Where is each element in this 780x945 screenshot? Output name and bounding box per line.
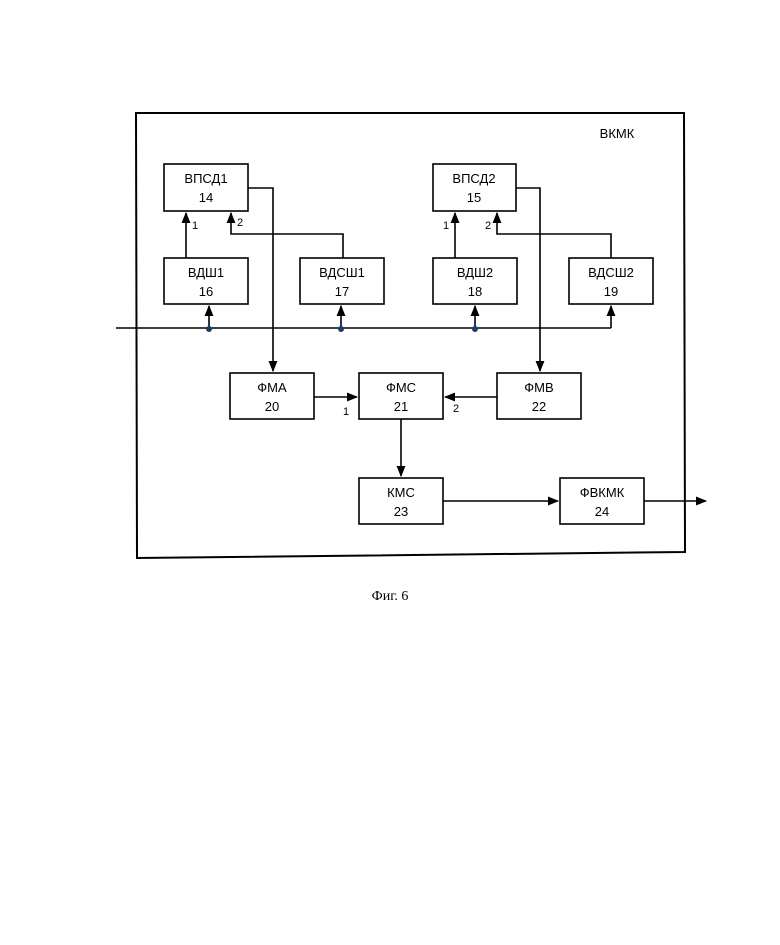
- port-label: 2: [237, 217, 243, 229]
- block-fvkmk: ФВКМК 24: [560, 478, 644, 524]
- block-fvkmk-number: 24: [595, 504, 609, 519]
- bus-junction-dot: [472, 326, 478, 332]
- block-fma-name: ФМА: [257, 380, 287, 395]
- block-vdssh2-name: ВДСШ2: [588, 265, 634, 280]
- port-label: 2: [453, 403, 459, 415]
- block-vpsd1: ВПСД1 14: [164, 164, 248, 211]
- port-label: 2: [485, 220, 491, 232]
- block-kms-name: КМС: [387, 485, 415, 500]
- block-fvkmk-name: ФВКМК: [580, 485, 625, 500]
- block-vdsh1: ВДШ1 16: [164, 258, 248, 304]
- port-label: 1: [443, 220, 449, 232]
- vdssh1-to-vpsd1-arrow: [231, 213, 343, 258]
- block-vdsh1-name: ВДШ1: [188, 265, 224, 280]
- port-label: 1: [192, 220, 198, 232]
- block-kms-number: 23: [394, 504, 408, 519]
- block-fmv: ФМВ 22: [497, 373, 581, 419]
- container-label: ВКМК: [600, 126, 635, 141]
- block-vdsh2: ВДШ2 18: [433, 258, 517, 304]
- bus-junction-dot: [338, 326, 344, 332]
- block-fms-name: ФМС: [386, 380, 416, 395]
- block-vpsd2-name: ВПСД2: [452, 171, 495, 186]
- block-fma: ФМА 20: [230, 373, 314, 419]
- bus-junction-dot: [206, 326, 212, 332]
- vdssh2-to-vpsd2-arrow: [497, 213, 611, 258]
- block-vdssh1-name: ВДСШ1: [319, 265, 365, 280]
- figure-caption: Фиг. 6: [0, 589, 780, 605]
- block-fmv-name: ФМВ: [524, 380, 553, 395]
- port-label: 1: [343, 406, 349, 418]
- block-fms: ФМС 21: [359, 373, 443, 419]
- block-vpsd1-number: 14: [199, 190, 213, 205]
- block-vpsd1-name: ВПСД1: [184, 171, 227, 186]
- block-vdssh1: ВДСШ1 17: [300, 258, 384, 304]
- block-kms: КМС 23: [359, 478, 443, 524]
- block-vpsd2-number: 15: [467, 190, 481, 205]
- vpsd2-to-fmv-arrow: [516, 188, 540, 371]
- block-vdssh1-number: 17: [335, 284, 349, 299]
- block-vdsh2-number: 18: [468, 284, 482, 299]
- vpsd1-to-fma-arrow: [248, 188, 273, 371]
- block-vdsh2-name: ВДШ2: [457, 265, 493, 280]
- block-vdssh2: ВДСШ2 19: [569, 258, 653, 304]
- block-vdssh2-number: 19: [604, 284, 618, 299]
- block-fmv-number: 22: [532, 399, 546, 414]
- block-vpsd2: ВПСД2 15: [433, 164, 516, 211]
- block-fma-number: 20: [265, 399, 279, 414]
- block-vdsh1-number: 16: [199, 284, 213, 299]
- block-fms-number: 21: [394, 399, 408, 414]
